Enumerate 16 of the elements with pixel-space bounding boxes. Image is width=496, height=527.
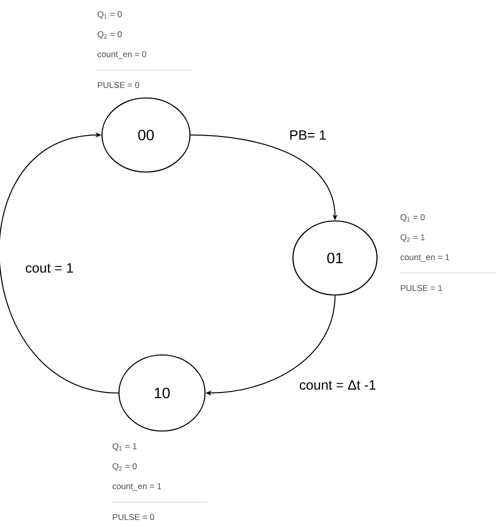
output-text: Q$_{1}$ = 1 (112, 443, 137, 451)
edge-label: cout = 1 (24, 262, 75, 274)
output-text: Q$_{2}$ = 0 (98, 31, 122, 39)
output-text: count_en = 1 (400, 254, 450, 262)
edge-label: count = Δt -1 (298, 379, 378, 391)
output-text: PULSE = 0 (98, 82, 140, 88)
output-text: count_en = 0 (98, 51, 146, 59)
output-text: Q$_{1}$ = 0 (400, 214, 425, 222)
output-text: Q$_{1}$ = 0 (98, 11, 122, 19)
output-text: PULSE = 0 (112, 514, 154, 520)
output-text: count_en = 1 (112, 483, 162, 491)
arrow (0, 132, 119, 394)
output-text: PULSE = 1 (400, 285, 442, 291)
edge-label: PB= 1 (288, 129, 328, 141)
output-text: Q$_{2}$ = 1 (400, 234, 425, 242)
output-text: Q$_{2}$ = 0 (112, 463, 137, 471)
